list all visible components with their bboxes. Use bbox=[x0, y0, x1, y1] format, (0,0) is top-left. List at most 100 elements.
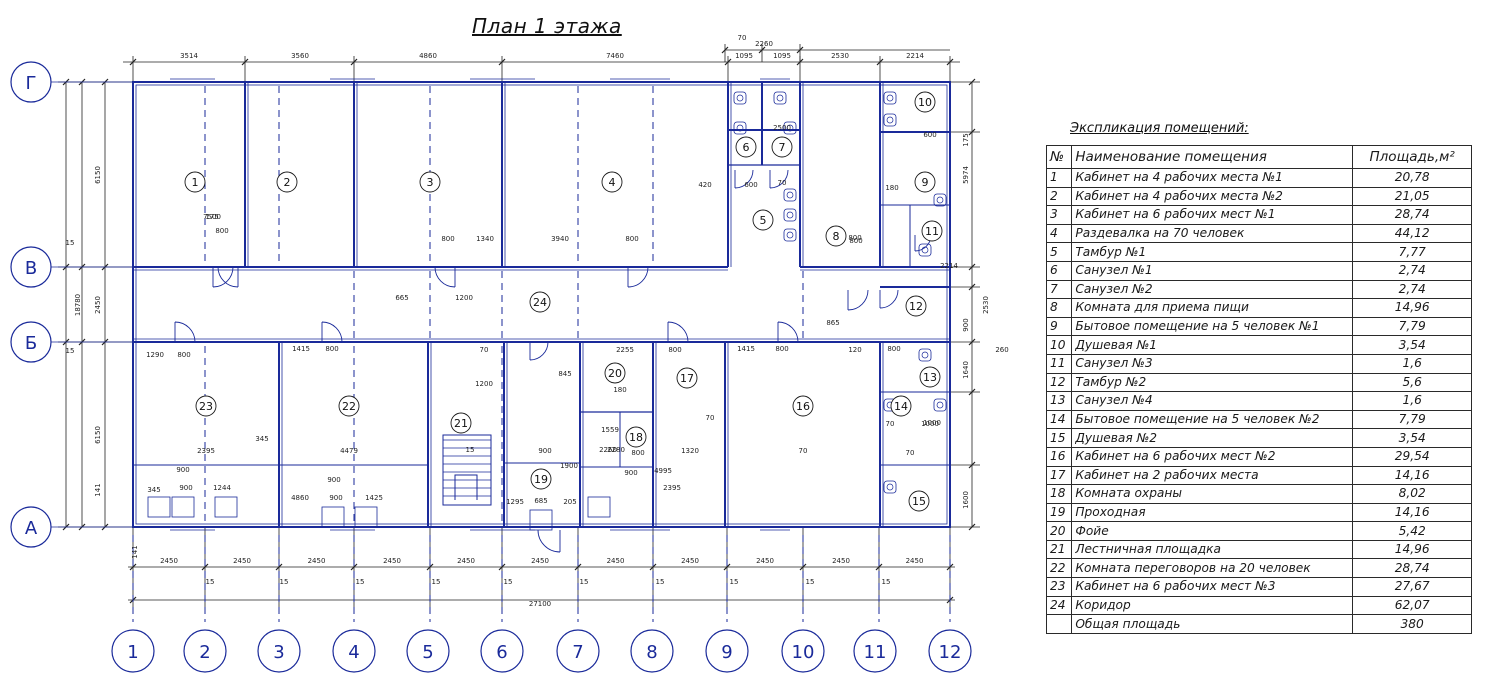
dimension-tick bbox=[876, 58, 884, 66]
sanitary-fixture bbox=[883, 480, 897, 494]
door-swing bbox=[321, 321, 343, 343]
explication-cell-area: 2,74 bbox=[1352, 279, 1472, 300]
dimension-tick bbox=[968, 78, 976, 86]
dimension-inner-label: 70 bbox=[706, 414, 715, 422]
room-number-marker bbox=[419, 171, 441, 193]
dimension-inner-label: 1425 bbox=[365, 494, 383, 502]
explication-cell-name: Душевая №1 bbox=[1071, 335, 1354, 355]
sanitary-fixture-bowl bbox=[786, 124, 794, 132]
explication-cell-area: 28,74 bbox=[1352, 205, 1472, 225]
dimension-inner-label: 4860 bbox=[291, 494, 309, 502]
explication-cell-name: Кабинет на 4 рабочих места №2 bbox=[1071, 186, 1354, 207]
sanitary-fixture-bowl bbox=[736, 124, 744, 132]
sanitary-fixture-bowl bbox=[936, 196, 944, 204]
explication-cell-num: 2 bbox=[1045, 186, 1073, 207]
dimension-inner-label: 15 bbox=[656, 578, 665, 586]
explication-cell-area: 5,6 bbox=[1352, 372, 1472, 393]
dimension-inner-label: 800 bbox=[775, 345, 788, 353]
explication-title: Экспликация помещений: bbox=[1070, 121, 1249, 136]
explication-cell-area: 62,07 bbox=[1352, 595, 1472, 616]
dimension-inner-label: 180 bbox=[885, 184, 898, 192]
room-number-marker bbox=[919, 366, 941, 388]
door-swing bbox=[217, 266, 239, 288]
dimension-inner-label: 685 bbox=[534, 497, 547, 505]
sanitary-fixture-bowl bbox=[786, 191, 794, 199]
explication-cell-area: 44,12 bbox=[1352, 223, 1472, 244]
furniture bbox=[529, 509, 553, 531]
outer-wall bbox=[132, 81, 951, 528]
dimension-inner-label: 15 bbox=[66, 239, 75, 247]
dimension-inner-label: 420 bbox=[698, 181, 711, 189]
axis-col-bubble bbox=[332, 629, 376, 673]
dimension-bottom-label: 2450 bbox=[681, 557, 699, 565]
dimension-top-label: 3514 bbox=[180, 52, 198, 60]
explication-cell-area: 3,54 bbox=[1352, 428, 1472, 448]
explication-cell-area: 3,54 bbox=[1352, 335, 1472, 355]
room-number-label: 17 bbox=[680, 372, 694, 385]
explication-cell-num: 17 bbox=[1045, 465, 1073, 486]
explication-cell-num: 18 bbox=[1045, 484, 1073, 504]
sanitary-fixture-bowl bbox=[786, 231, 794, 239]
dimension-top-label: 3560 bbox=[291, 52, 309, 60]
dimension-inner-label: 800 bbox=[668, 346, 681, 354]
axis-row-bubble bbox=[10, 321, 52, 363]
dimension-tick bbox=[498, 563, 506, 571]
axis-col-label: 11 bbox=[864, 642, 887, 663]
dimension-tick bbox=[574, 563, 582, 571]
dimension-inner-label: 2260 bbox=[599, 446, 617, 454]
axis-row-label: В bbox=[25, 258, 37, 279]
sanitary-fixture bbox=[783, 121, 797, 135]
dimension-tick bbox=[426, 563, 434, 571]
room-number-label: 22 bbox=[342, 400, 356, 413]
dimension-tick bbox=[968, 461, 976, 469]
axis-col-bubble bbox=[183, 629, 227, 673]
explication-cell-num: 6 bbox=[1045, 260, 1073, 281]
axis-col-bubble bbox=[257, 629, 301, 673]
dimension-inner-label: 1340 bbox=[476, 235, 494, 243]
axis-col-label: 12 bbox=[939, 642, 962, 663]
door-swing bbox=[174, 321, 196, 343]
dimension-inner-label: 900 bbox=[329, 494, 342, 502]
door-swing bbox=[847, 289, 869, 311]
dimension-inner-label: 900 bbox=[538, 447, 551, 455]
door-swing bbox=[537, 529, 561, 553]
dimension-tick bbox=[758, 46, 766, 54]
axis-col-bubble bbox=[928, 629, 972, 673]
furniture bbox=[171, 496, 195, 518]
sanitary-fixture bbox=[733, 91, 747, 105]
door-swing bbox=[434, 266, 456, 288]
furniture bbox=[147, 496, 171, 518]
dimension-inner-label: 1320 bbox=[681, 447, 699, 455]
dimension-inner-label: 15 bbox=[206, 578, 215, 586]
dimension-inner-label: 3940 bbox=[551, 235, 569, 243]
axis-row-label: Г bbox=[26, 73, 37, 94]
dimension-total-label: 27100 bbox=[529, 600, 551, 608]
room-number-marker bbox=[914, 171, 936, 193]
dimension-inner-label: 1415 bbox=[292, 345, 310, 353]
dimension-inner-label: 900 bbox=[176, 466, 189, 474]
axis-col-label: 9 bbox=[721, 642, 732, 663]
dimension-tick bbox=[968, 388, 976, 396]
room-number-label: 1 bbox=[192, 176, 199, 189]
dimension-inner-label: 15 bbox=[356, 578, 365, 586]
drawing-title: План 1 этажа bbox=[472, 14, 622, 38]
explication-cell-num: 15 bbox=[1045, 428, 1073, 448]
room-number-marker bbox=[752, 209, 774, 231]
door-swing bbox=[777, 321, 799, 343]
explication-cell-name: Общая площадь bbox=[1071, 614, 1354, 634]
explication-cell-name: Тамбур №1 bbox=[1071, 242, 1354, 262]
room-number-marker bbox=[625, 426, 647, 448]
explication-cell-name: Кабинет на 6 рабочих мест №2 bbox=[1071, 446, 1354, 467]
dimension-inner-label: 15 bbox=[580, 578, 589, 586]
room-number-marker bbox=[905, 295, 927, 317]
dimension-right-label: 1600 bbox=[962, 491, 970, 509]
explication-cell-num: 5 bbox=[1045, 242, 1073, 262]
room-number-marker bbox=[530, 468, 552, 490]
axis-col-bubble bbox=[406, 629, 450, 673]
